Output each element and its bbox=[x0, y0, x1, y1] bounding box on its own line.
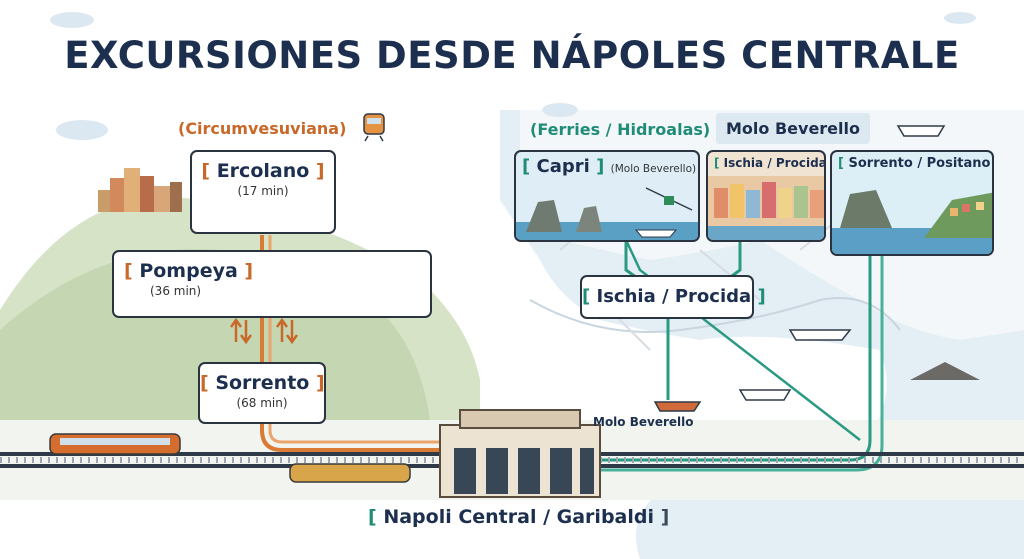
bracket-open: [ bbox=[200, 372, 209, 394]
sorrento-time: (68 min) bbox=[236, 396, 288, 410]
capri-note: (Molo Beverello) bbox=[610, 163, 697, 175]
circumvesuviana-line bbox=[260, 235, 440, 452]
ischia-procida-photo bbox=[708, 176, 824, 240]
sorrento-positano-photo bbox=[832, 190, 992, 254]
ercolano-name: Ercolano bbox=[216, 160, 310, 182]
molo-beverello-small-label: Molo Beverello bbox=[593, 415, 694, 429]
sorrento-name: Sorrento bbox=[215, 372, 310, 394]
bracket-close: ] bbox=[757, 286, 766, 307]
card-capri[interactable]: [ Capri ] (Molo Beverello) bbox=[514, 150, 700, 242]
pompeya-time: (36 min) bbox=[150, 284, 202, 298]
station-name: Napoli Central / Garibaldi bbox=[383, 506, 654, 528]
bracket-open: [ bbox=[522, 156, 531, 177]
ferry-line-capri-2 bbox=[624, 239, 861, 441]
card-ercolano[interactable]: [ Ercolano ] (17 min) bbox=[190, 150, 336, 234]
bracket-close: ] bbox=[315, 160, 325, 182]
circumvesuviana-line-2 bbox=[268, 235, 440, 444]
bracket-open: [ bbox=[124, 260, 133, 282]
ischia-procida-label-name: Ischia / Procida bbox=[596, 286, 752, 307]
bracket-open: [ bbox=[582, 286, 591, 307]
ischia-procida-card-name: Ischia / Procida bbox=[723, 156, 826, 170]
bracket-open: [ bbox=[368, 506, 377, 528]
ferries-label: (Ferries / Hidroalas) bbox=[530, 120, 711, 139]
ercolano-time: (17 min) bbox=[237, 184, 289, 198]
ship-icon bbox=[653, 125, 946, 412]
village-illustration bbox=[98, 168, 182, 212]
updown-arrows-icon bbox=[229, 317, 299, 345]
card-ischia-procida-label[interactable]: [ Ischia / Procida ] bbox=[580, 275, 766, 319]
station-icon bbox=[439, 409, 601, 498]
ferry-line-sorrento-2 bbox=[600, 255, 884, 472]
train-icon bbox=[49, 433, 411, 483]
page-title: EXCURSIONES DESDE NÁPOLES CENTRALE bbox=[64, 34, 960, 77]
cloud-icon bbox=[50, 12, 976, 140]
pompeya-name: Pompeya bbox=[139, 260, 238, 282]
capri-name: Capri bbox=[536, 156, 590, 177]
bracket-open: [ bbox=[838, 156, 844, 171]
bracket-close: ] bbox=[315, 372, 325, 394]
card-sorrento-positano[interactable]: [ Sorrento / Positano ] bbox=[830, 150, 994, 256]
card-sorrento[interactable]: [ Sorrento ] (68 min) bbox=[198, 362, 326, 424]
bracket-close: ] bbox=[596, 156, 605, 177]
volcano-icon bbox=[910, 362, 980, 380]
station-label: [ Napoli Central / Garibaldi ] bbox=[368, 506, 669, 528]
molo-beverello-pill: Molo Beverello bbox=[716, 113, 870, 144]
bracket-close: ] bbox=[660, 506, 670, 528]
map-coast bbox=[529, 297, 901, 333]
train-icon bbox=[362, 112, 386, 142]
sorrento-positano-name: Sorrento / Positano bbox=[848, 156, 991, 171]
card-pompeya[interactable]: [ Pompeya ] (36 min) bbox=[112, 250, 432, 318]
circumvesuviana-label: (Circumvesuviana) bbox=[178, 119, 347, 138]
capri-photo bbox=[516, 187, 698, 240]
bracket-open: [ bbox=[714, 156, 720, 170]
bracket-close: ] bbox=[244, 260, 254, 282]
bracket-open: [ bbox=[201, 160, 211, 182]
card-ischia-procida[interactable]: [ Ischia / Procida ] bbox=[706, 150, 826, 242]
